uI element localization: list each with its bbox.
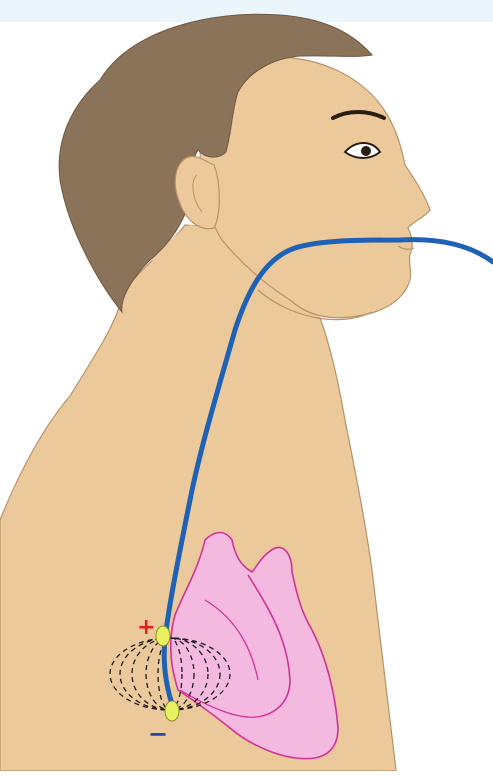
pupil — [361, 146, 371, 156]
electrode-positive — [156, 626, 170, 646]
negative-label: − — [148, 720, 168, 748]
positive-label: + — [137, 615, 155, 640]
electrode-negative — [165, 701, 179, 721]
